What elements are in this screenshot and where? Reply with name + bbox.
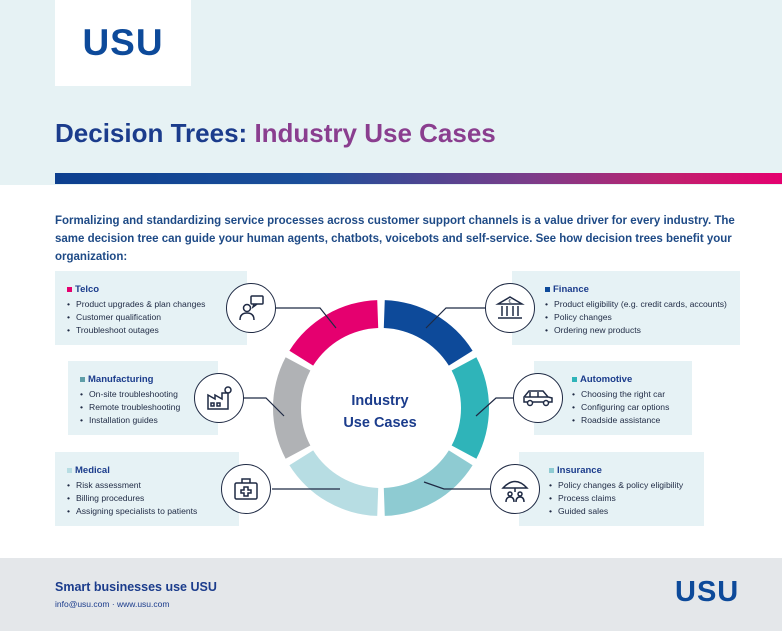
ring-segment-medical	[289, 450, 379, 516]
title-part-2: Industry Use Cases	[254, 118, 496, 148]
list-item: Customer qualification	[67, 311, 237, 324]
svg-text:€: €	[508, 299, 511, 305]
card-insurance: Insurance Policy changes & policy eligib…	[519, 452, 704, 526]
list-item: On-site troubleshooting	[80, 388, 208, 401]
list-item: Policy changes	[545, 311, 730, 324]
center-label-line-1: Industry	[351, 393, 408, 409]
icon-circle-automotive	[513, 373, 563, 423]
footer-usu-logo: USU	[675, 576, 740, 608]
umbrella-people-icon	[501, 480, 529, 503]
page-title: Decision Trees: Industry Use Cases	[55, 118, 496, 149]
intro-text: Formalizing and standardizing service pr…	[55, 215, 735, 263]
connector-insurance	[423, 481, 492, 490]
header-band: USU Decision Trees: Industry Use Cases	[0, 0, 782, 185]
card-telco: Telco Product upgrades & plan changes Cu…	[55, 271, 247, 345]
usu-logo: USU	[82, 22, 164, 63]
icon-circle-finance: €	[485, 283, 535, 333]
car-icon	[523, 390, 553, 407]
list-item: Risk assessment	[67, 479, 229, 492]
list-item: Product upgrades & plan changes	[67, 298, 237, 311]
gradient-divider	[55, 173, 782, 184]
finance-title: Finance	[553, 284, 589, 295]
icon-circle-manufacturing	[194, 373, 244, 423]
card-finance: Finance Product eligibility (e.g. credit…	[512, 271, 740, 345]
icon-circle-medical	[221, 464, 271, 514]
footer: Smart businesses use USU info@usu.com · …	[0, 558, 782, 631]
manufacturing-title: Manufacturing	[88, 374, 154, 385]
finance-color-square	[545, 287, 550, 292]
ring-segments	[272, 300, 490, 516]
list-item: Remote troubleshooting	[80, 401, 208, 414]
connector-manufacturing	[244, 397, 285, 417]
list-item: Process claims	[549, 492, 694, 505]
person-chat-icon	[239, 295, 264, 321]
ring-segment-automotive	[451, 357, 490, 459]
ring-segment-insurance	[383, 450, 473, 516]
medical-kit-icon	[234, 478, 258, 500]
bank-euro-icon: €	[495, 296, 525, 319]
icon-circle-telco	[226, 283, 276, 333]
list-item: Roadside assistance	[572, 414, 682, 427]
list-item: Choosing the right car	[572, 388, 682, 401]
automotive-title: Automotive	[580, 374, 633, 385]
list-item: Ordering new products	[545, 324, 730, 337]
footer-contact: info@usu.com · www.usu.com	[55, 599, 170, 609]
connector-telco	[276, 307, 337, 329]
list-item: Policy changes & policy eligibility	[549, 479, 694, 492]
ring-segment-telco	[289, 300, 379, 366]
telco-color-square	[67, 287, 72, 292]
list-item: Installation guides	[80, 414, 208, 427]
medical-color-square	[67, 468, 72, 473]
insurance-title: Insurance	[557, 465, 602, 476]
icon-circle-insurance	[490, 464, 540, 514]
automotive-color-square	[572, 377, 577, 382]
ring-segment-finance	[383, 300, 473, 366]
medical-title: Medical	[75, 465, 110, 476]
connector-lines	[244, 307, 514, 490]
center-label-line-2: Use Cases	[343, 415, 416, 431]
list-item: Assigning specialists to patients	[67, 505, 229, 518]
ring-segment-manufacturing	[272, 357, 311, 459]
logo-box: USU	[55, 0, 191, 86]
factory-icon	[207, 386, 232, 410]
connector-automotive	[475, 397, 514, 417]
list-item: Guided sales	[549, 505, 694, 518]
title-part-1: Decision Trees:	[55, 118, 248, 148]
list-item: Configuring car options	[572, 401, 682, 414]
card-medical: Medical Risk assessment Billing procedur…	[55, 452, 239, 526]
footer-tagline: Smart businesses use USU	[55, 580, 217, 594]
list-item: Billing procedures	[67, 492, 229, 505]
list-item: Product eligibility (e.g. credit cards, …	[545, 298, 730, 311]
manufacturing-color-square	[80, 377, 85, 382]
connector-finance	[425, 307, 489, 329]
insurance-color-square	[549, 468, 554, 473]
telco-title: Telco	[75, 284, 100, 295]
list-item: Troubleshoot outages	[67, 324, 237, 337]
card-manufacturing: Manufacturing On-site troubleshooting Re…	[68, 361, 218, 435]
